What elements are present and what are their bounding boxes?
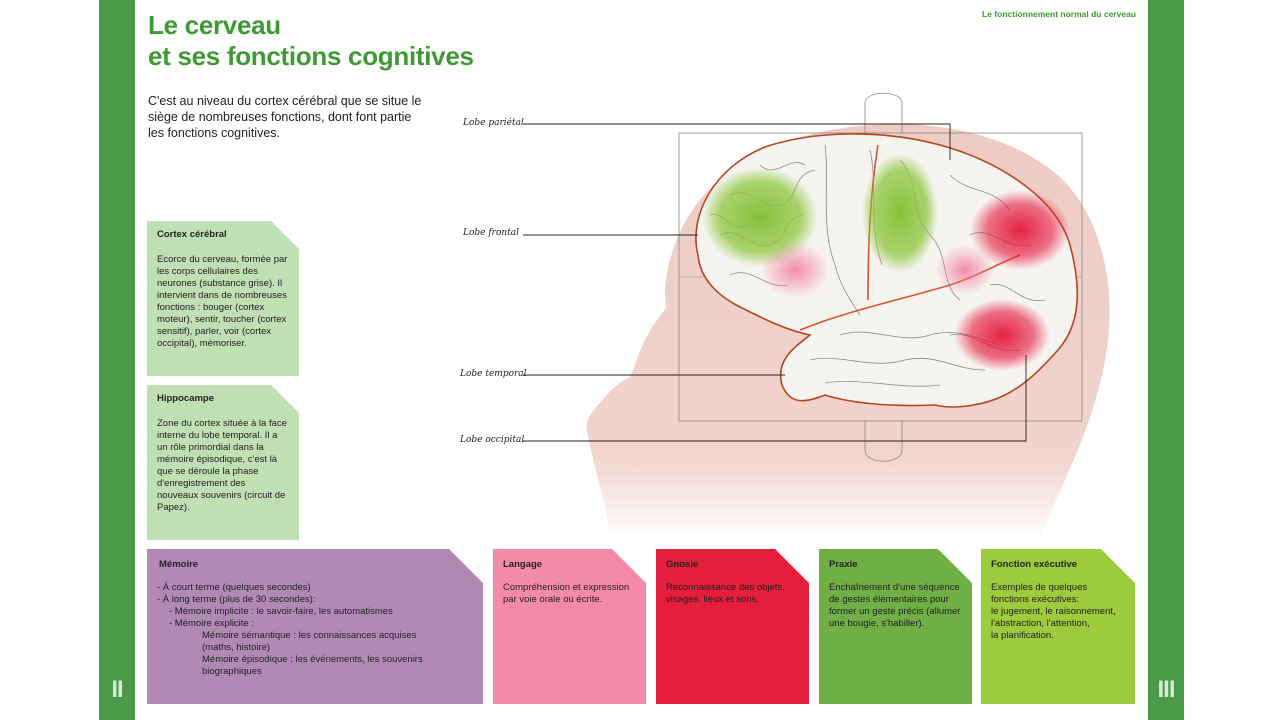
memoire-line: (maths, histoire) (202, 642, 271, 653)
langage-card-text: Compréhension et expression par voie ora… (503, 582, 630, 605)
area-pink-frontal (760, 242, 830, 298)
fonction-executive-line: l'abstraction, l'attention, (991, 618, 1090, 629)
label-lobe-parietal: Lobe pariétal (463, 118, 524, 128)
memoire-line: - À long terme (plus de 30 secondes): (157, 594, 316, 605)
fonction-executive-card: Fonction exécutive Exemples de quelques … (981, 549, 1135, 704)
fonction-executive-line: Exemples de quelques fonctions exécutive… (991, 582, 1088, 605)
hippocampe-card-title: Hippocampe (157, 393, 215, 404)
memoire-card-title: Mémoire (159, 559, 199, 570)
memoire-line: Mémoire sémantique : les connaissances a… (202, 630, 417, 641)
frame-tab-top (864, 92, 903, 133)
lobe-pointers (523, 123, 1027, 442)
page-title-line2: et ses fonctions cognitives (148, 41, 474, 71)
brain-illustration: Lobe pariétal Lobe frontal Lobe temporal… (430, 85, 1130, 545)
memoire-line: - À court terme (quelques secondes) (157, 582, 311, 593)
praxie-card-title: Praxie (829, 559, 858, 570)
hippocampe-card-text: Zone du cortex située à la face interne … (157, 418, 287, 513)
page-number-right: III (1157, 676, 1175, 703)
hippocampe-card: Hippocampe Zone du cortex située à la fa… (147, 385, 299, 540)
gnosie-card-text: Reconnaissance des objets, visages, lieu… (666, 582, 785, 605)
label-lobe-occipital: Lobe occipital (460, 435, 525, 445)
label-lobe-temporal: Lobe temporal (460, 369, 527, 379)
gnosie-card-title: Gnosie (666, 559, 699, 570)
cortex-card-title: Cortex cérébral (157, 229, 227, 240)
page-title: Le cerveau et ses fonctions cognitives (148, 10, 474, 72)
page-number-left: II (111, 676, 123, 703)
cortex-card-text: Ecorce du cerveau, formée par les corps … (157, 254, 288, 349)
fonction-executive-card-text: Exemples de quelques fonctions exécutive… (991, 582, 1125, 642)
page-title-line1: Le cerveau (148, 10, 281, 40)
praxie-card: Praxie Enchaînement d'une séquence de ge… (819, 549, 972, 704)
right-sidebar-band: III (1148, 0, 1184, 720)
label-lobe-frontal: Lobe frontal (463, 228, 520, 238)
langage-card: Langage Compréhension et expression par … (493, 549, 646, 704)
memoire-card-text: - À court terme (quelques secondes) - À … (157, 582, 473, 678)
area-green-motor (862, 153, 938, 273)
langage-card-title: Langage (503, 559, 543, 570)
section-label: Le fonctionnement normal du cerveau (982, 9, 1136, 19)
praxie-card-text: Enchaînement d'une séquence de gestes él… (829, 582, 961, 629)
area-red-temporal (954, 299, 1050, 371)
fonction-executive-line: le jugement, le raisonnement, (991, 606, 1116, 617)
gnosie-card: Gnosie Reconnaissance des objets, visage… (656, 549, 809, 704)
memoire-line: - Mémoire explicite : (169, 618, 254, 629)
intro-paragraph: C'est au niveau du cortex cérébral que s… (148, 94, 422, 140)
brain-figure (523, 92, 1110, 537)
area-pink-parietal (935, 245, 995, 295)
cortex-card: Cortex cérébral Ecorce du cerveau, formé… (147, 221, 299, 376)
memoire-line: Mémoire épisodique : les événements, les… (202, 654, 423, 665)
memoire-line: biographiques (202, 666, 262, 677)
left-sidebar-band: II (99, 0, 135, 720)
memoire-card: Mémoire - À court terme (quelques second… (147, 549, 483, 704)
area-red-parietal (970, 190, 1070, 270)
fonction-executive-line: la planification. (991, 630, 1054, 641)
frame-tab-bottom (864, 421, 903, 462)
fonction-executive-card-title: Fonction exécutive (991, 559, 1078, 570)
memoire-line: - Mémoire implicite : le savoir-faire, l… (169, 606, 393, 617)
area-green-frontal (702, 167, 818, 267)
